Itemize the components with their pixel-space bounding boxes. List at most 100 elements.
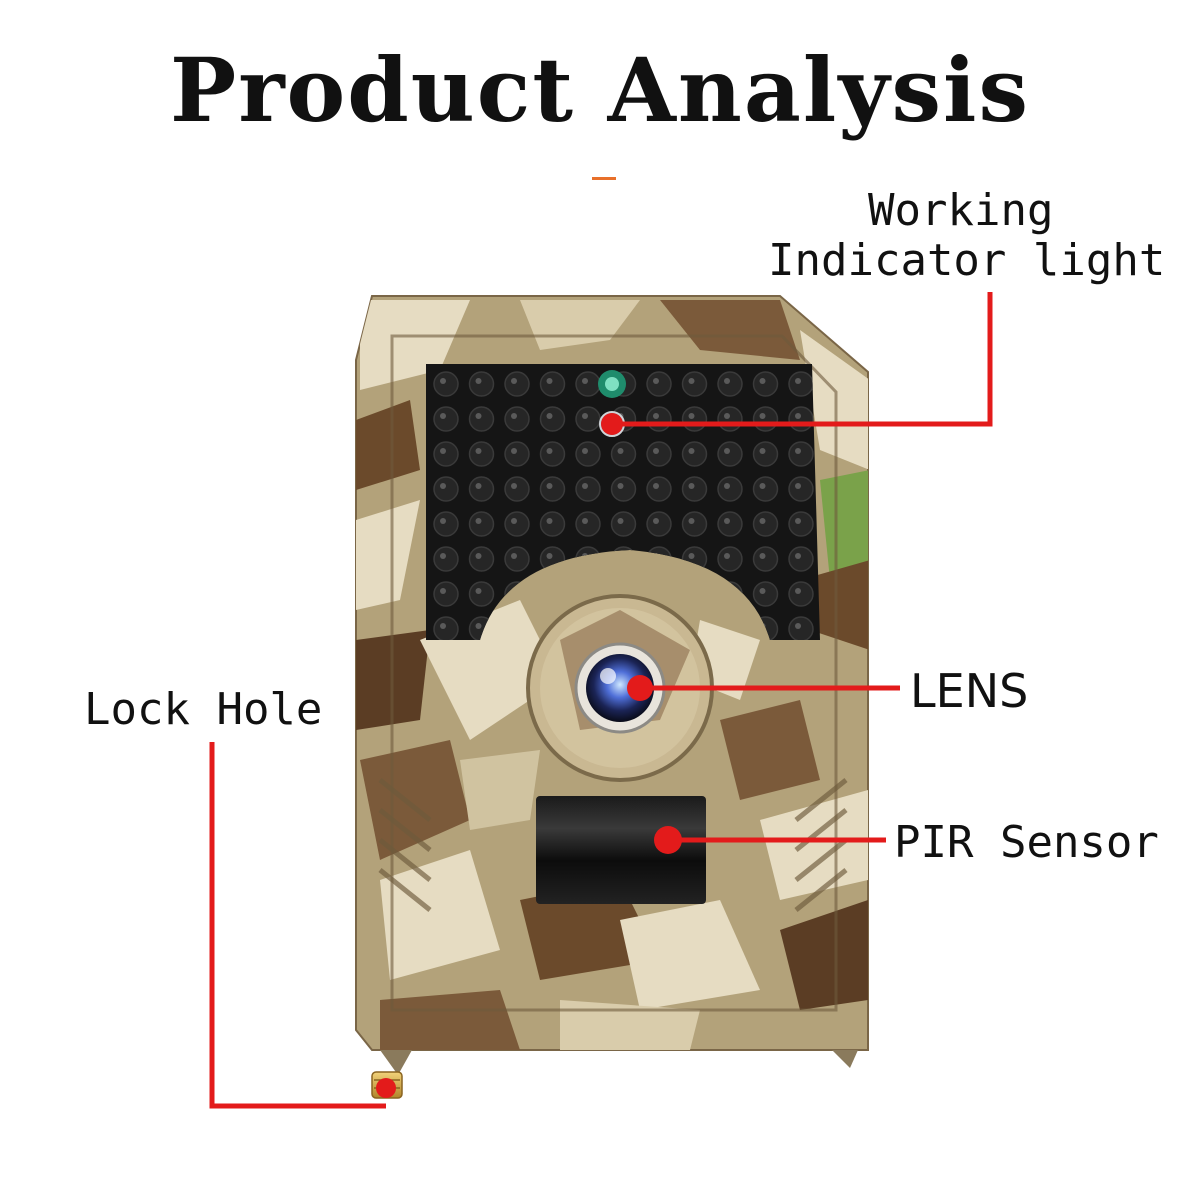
ir-led-highlight: [440, 413, 446, 419]
ir-led: [681, 371, 708, 397]
ir-led-highlight: [546, 483, 553, 489]
ir-led-highlight: [724, 553, 730, 559]
ir-led-highlight: [546, 378, 553, 384]
pir-sensor-dot: [654, 826, 682, 854]
ir-led: [681, 441, 708, 467]
ir-led-highlight: [582, 448, 588, 454]
ir-led: [575, 511, 601, 537]
ir-led: [575, 406, 601, 432]
ir-led-highlight: [795, 553, 801, 559]
ir-led-highlight: [688, 518, 695, 524]
ir-led-highlight: [759, 553, 766, 559]
lens-label: LENS: [910, 664, 1029, 718]
ir-led: [433, 616, 459, 640]
ir-led: [717, 406, 743, 432]
ir-led-highlight: [724, 483, 730, 489]
ir-led-highlight: [795, 518, 801, 524]
ir-led: [504, 511, 530, 537]
pir-sensor-window: [536, 796, 706, 904]
ir-led-highlight: [688, 448, 695, 454]
ir-led: [752, 371, 779, 397]
ir-led-highlight: [795, 588, 801, 594]
ir-led-highlight: [440, 448, 446, 454]
lock-hole-label: Lock Hole: [84, 684, 323, 735]
ir-led: [788, 581, 814, 607]
ir-led-highlight: [582, 483, 588, 489]
ir-led: [646, 441, 672, 467]
ir-led: [504, 546, 530, 572]
ir-led: [610, 441, 637, 467]
ir-led: [433, 511, 459, 537]
ir-led: [752, 476, 779, 502]
ir-led-highlight: [546, 413, 553, 419]
ir-led: [539, 371, 566, 397]
lock-hole-leader: [209, 742, 386, 1109]
ir-led-highlight: [688, 483, 695, 489]
ir-led: [468, 406, 495, 432]
ir-led-panel: [426, 364, 820, 640]
ir-led-highlight: [475, 553, 482, 559]
ir-led-highlight: [440, 623, 446, 629]
ir-led-highlight: [475, 588, 482, 594]
ir-led-highlight: [546, 518, 553, 524]
ir-led-highlight: [475, 448, 482, 454]
ir-led-highlight: [688, 553, 695, 559]
ir-led: [752, 406, 779, 432]
ir-led-highlight: [475, 413, 482, 419]
ir-led: [717, 441, 743, 467]
ir-led: [468, 581, 495, 607]
ir-led: [433, 476, 459, 502]
ir-led-highlight: [582, 518, 588, 524]
ir-led-highlight: [795, 483, 801, 489]
ir-led-highlight: [440, 518, 446, 524]
ir-led: [717, 371, 743, 397]
ir-led: [539, 441, 566, 467]
ir-led: [433, 406, 459, 432]
ir-led: [433, 371, 459, 397]
ir-led-highlight: [759, 413, 766, 419]
lens-dot: [627, 675, 653, 701]
ir-led-highlight: [511, 378, 517, 384]
ir-led: [788, 406, 814, 432]
ir-led: [575, 441, 601, 467]
ir-led-highlight: [617, 448, 624, 454]
ir-led: [539, 511, 566, 537]
ir-led-highlight: [475, 518, 482, 524]
ir-led-highlight: [724, 518, 730, 524]
ir-led-highlight: [795, 413, 801, 419]
ir-led-highlight: [440, 588, 446, 594]
ir-led: [504, 441, 530, 467]
ir-led-highlight: [759, 518, 766, 524]
ir-led: [788, 476, 814, 502]
working-indicator-label-line1: Working: [868, 185, 1054, 236]
ir-led-highlight: [511, 483, 517, 489]
ir-led: [468, 441, 495, 467]
ir-led-highlight: [653, 448, 659, 454]
ir-led-highlight: [617, 518, 624, 524]
ir-led: [539, 476, 566, 502]
ir-led: [717, 546, 743, 572]
ir-led-highlight: [546, 448, 553, 454]
ir-led-highlight: [440, 553, 446, 559]
ir-led-highlight: [475, 623, 482, 629]
ir-led: [468, 546, 495, 572]
ir-led: [752, 546, 779, 572]
lens-housing: [526, 594, 714, 782]
ir-led-highlight: [546, 553, 553, 559]
ir-led-highlight: [440, 483, 446, 489]
callout-lines: [209, 292, 993, 1109]
ir-led: [788, 371, 814, 397]
ir-led: [681, 476, 708, 502]
ir-led-highlight: [688, 413, 695, 419]
ir-led-highlight: [475, 378, 482, 384]
ir-led: [504, 406, 530, 432]
ir-led-highlight: [511, 448, 517, 454]
ir-led-highlight: [511, 518, 517, 524]
lock-hole-dot: [376, 1078, 396, 1098]
ir-led: [468, 371, 495, 397]
ir-led: [433, 581, 459, 607]
pir-sensor-label: PIR Sensor: [894, 817, 1159, 868]
ir-led-highlight: [759, 588, 766, 594]
ir-led: [433, 441, 459, 467]
